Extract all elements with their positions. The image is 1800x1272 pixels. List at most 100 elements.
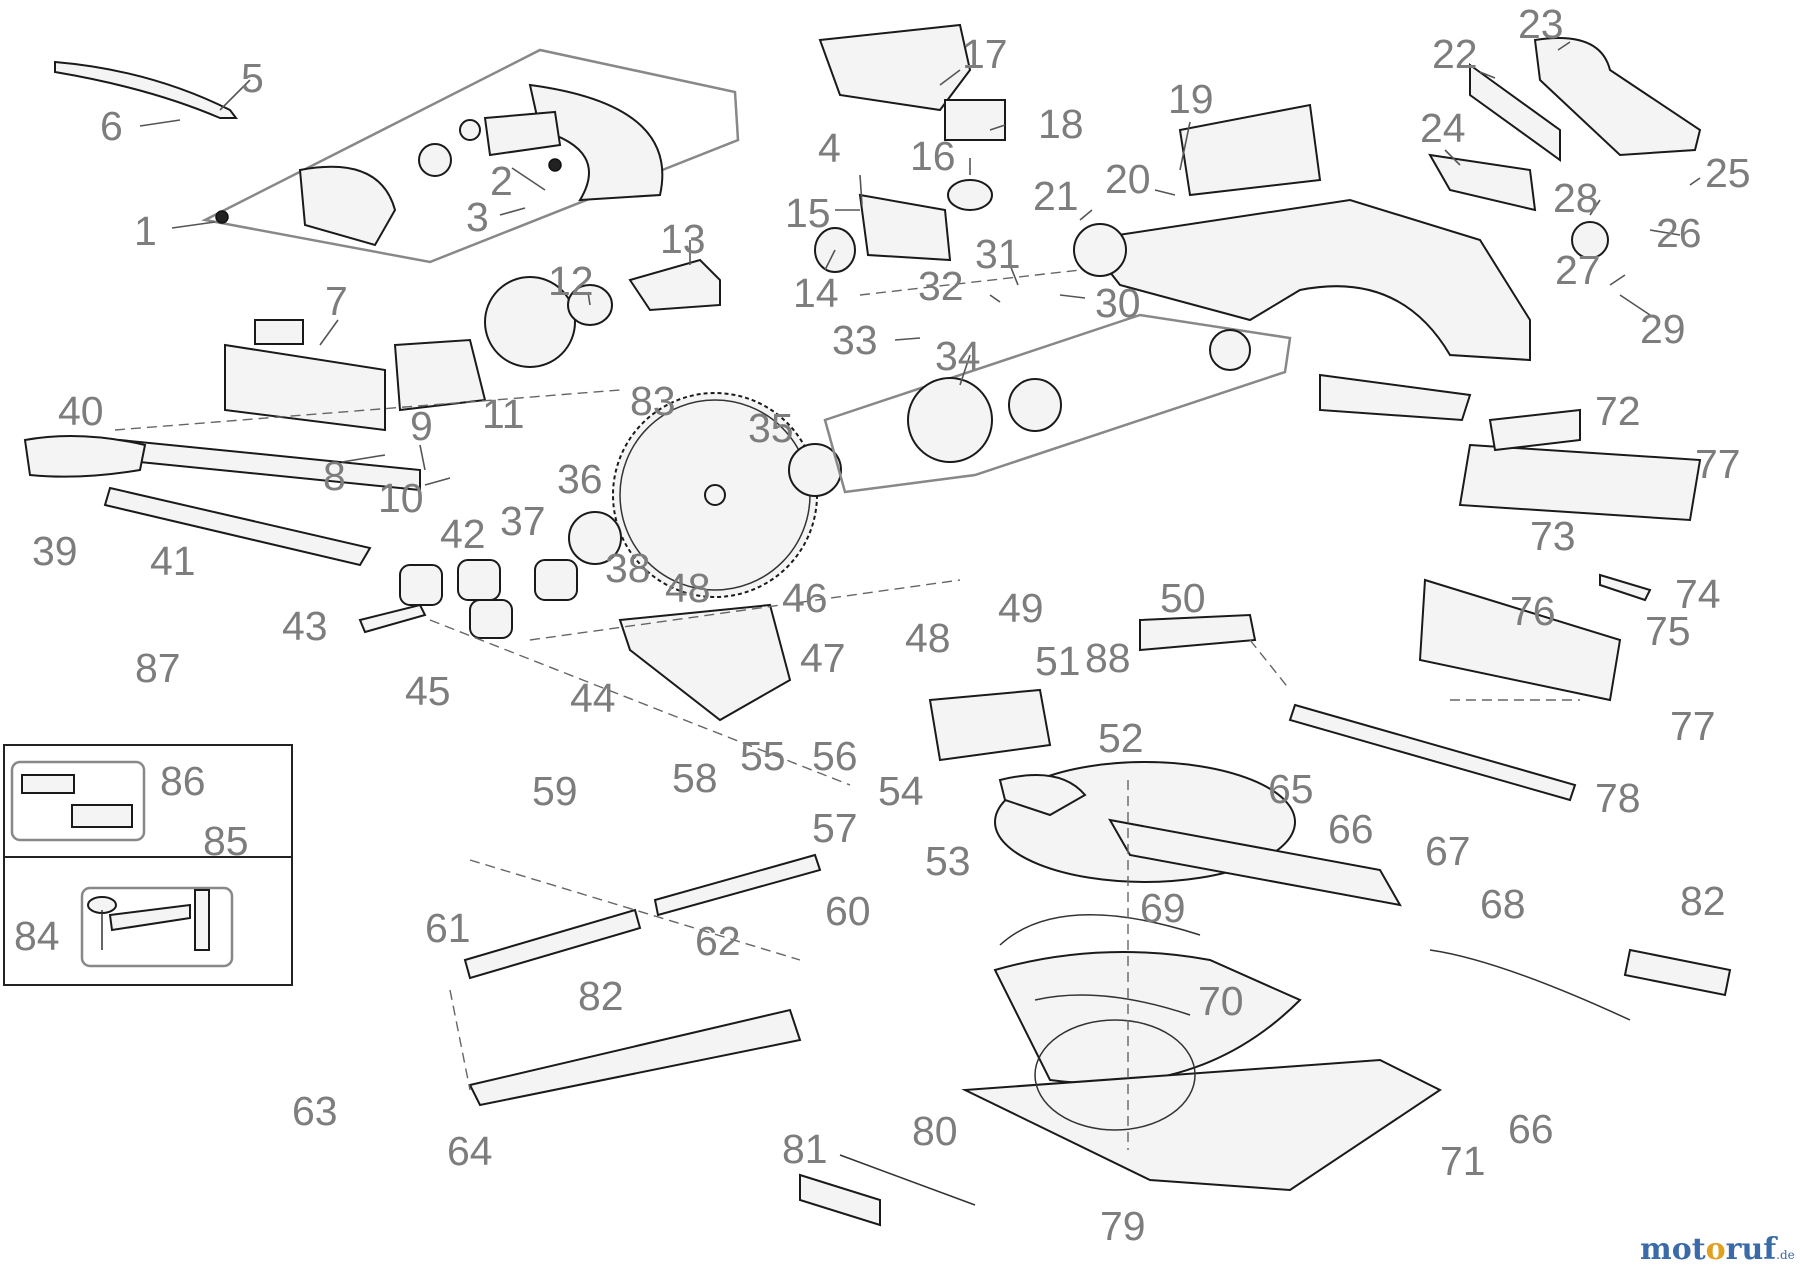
callout-21: 21 bbox=[1033, 173, 1079, 219]
callout-53: 53 bbox=[925, 838, 971, 884]
callout-65: 65 bbox=[1268, 766, 1314, 812]
callout-68: 68 bbox=[1480, 881, 1526, 927]
lever-part-5 bbox=[54, 60, 238, 119]
brand-part-3: ruf bbox=[1725, 1232, 1777, 1267]
callout-60: 60 bbox=[825, 888, 871, 934]
callout-5: 5 bbox=[241, 55, 264, 101]
callout-10: 10 bbox=[378, 475, 424, 521]
inset-panel bbox=[3, 744, 293, 986]
callout-81: 81 bbox=[782, 1126, 828, 1172]
callout-30: 30 bbox=[1095, 280, 1141, 326]
callout-14: 14 bbox=[793, 270, 839, 316]
callout-69: 69 bbox=[1140, 885, 1186, 931]
callout-37: 37 bbox=[500, 498, 546, 544]
callout-78: 78 bbox=[1595, 775, 1641, 821]
callout-8: 8 bbox=[323, 453, 346, 499]
callout-36: 36 bbox=[557, 456, 603, 502]
callout-47: 47 bbox=[800, 635, 846, 681]
callout-16: 16 bbox=[910, 133, 956, 179]
callout-80: 80 bbox=[912, 1108, 958, 1154]
callout-88: 88 bbox=[1085, 635, 1131, 681]
brand-watermark: motoruf.de bbox=[1640, 1232, 1795, 1267]
callout-61: 61 bbox=[425, 905, 471, 951]
callout-39: 39 bbox=[32, 528, 78, 574]
callout-62: 62 bbox=[695, 918, 741, 964]
gearbox-frame bbox=[823, 313, 1292, 494]
callout-34: 34 bbox=[935, 333, 981, 379]
fence-parts bbox=[463, 408, 1732, 1227]
callout-12: 12 bbox=[548, 258, 594, 304]
callout-4: 4 bbox=[818, 125, 841, 171]
callout-48a: 48 bbox=[665, 565, 711, 611]
callout-24: 24 bbox=[1420, 105, 1466, 151]
callout-27: 27 bbox=[1555, 247, 1601, 293]
callout-49: 49 bbox=[998, 585, 1044, 631]
callout-50: 50 bbox=[1160, 575, 1206, 621]
callout-25: 25 bbox=[1705, 150, 1751, 196]
callout-23: 23 bbox=[1518, 1, 1564, 47]
blade-guard-frame bbox=[201, 48, 740, 264]
callout-84: 84 bbox=[14, 913, 60, 959]
callout-75: 75 bbox=[1645, 608, 1691, 654]
callout-59: 59 bbox=[532, 768, 578, 814]
arm-housing bbox=[1073, 103, 1531, 422]
callout-76: 76 bbox=[1510, 588, 1556, 634]
callout-6: 6 bbox=[100, 103, 123, 149]
callout-2: 2 bbox=[490, 158, 513, 204]
leader-lines bbox=[139, 41, 1701, 486]
callout-64: 64 bbox=[447, 1128, 493, 1174]
callout-82b: 82 bbox=[578, 973, 624, 1019]
callout-48b: 48 bbox=[905, 615, 951, 661]
brand-part-2: o bbox=[1705, 1232, 1726, 1267]
callout-63: 63 bbox=[292, 1088, 338, 1134]
callout-51: 51 bbox=[1035, 638, 1081, 684]
callout-44: 44 bbox=[570, 675, 616, 721]
callout-57: 57 bbox=[812, 805, 858, 851]
callout-83: 83 bbox=[630, 378, 676, 424]
callout-87: 87 bbox=[135, 645, 181, 691]
callout-54: 54 bbox=[878, 768, 924, 814]
callout-85: 85 bbox=[203, 818, 249, 864]
callout-32: 32 bbox=[918, 263, 964, 309]
callout-1: 1 bbox=[134, 208, 157, 254]
callout-58: 58 bbox=[672, 755, 718, 801]
rail-assembly bbox=[23, 435, 578, 639]
callout-72: 72 bbox=[1595, 388, 1641, 434]
handle-assembly bbox=[1428, 37, 1702, 259]
callout-18: 18 bbox=[1038, 101, 1084, 147]
callout-38: 38 bbox=[605, 545, 651, 591]
callout-82a: 82 bbox=[1680, 878, 1726, 924]
callout-71: 71 bbox=[1440, 1138, 1486, 1184]
callout-77b: 77 bbox=[1670, 703, 1716, 749]
brand-part-1: mot bbox=[1640, 1232, 1706, 1267]
callout-31: 31 bbox=[975, 231, 1021, 277]
callout-28: 28 bbox=[1553, 175, 1599, 221]
callout-86: 86 bbox=[160, 758, 206, 804]
callout-77a: 77 bbox=[1695, 441, 1741, 487]
callout-55: 55 bbox=[740, 733, 786, 779]
callout-33: 33 bbox=[832, 317, 878, 363]
callout-73: 73 bbox=[1530, 513, 1576, 559]
callout-66b: 66 bbox=[1508, 1106, 1554, 1152]
callout-20: 20 bbox=[1105, 156, 1151, 202]
callout-22: 22 bbox=[1432, 31, 1478, 77]
callout-67: 67 bbox=[1425, 828, 1471, 874]
callout-45: 45 bbox=[405, 668, 451, 714]
callout-17: 17 bbox=[962, 31, 1008, 77]
brand-suffix: .de bbox=[1776, 1248, 1795, 1262]
assembly-lines bbox=[114, 269, 1580, 1150]
callout-46: 46 bbox=[782, 575, 828, 621]
callout-9: 9 bbox=[410, 403, 433, 449]
callout-74: 74 bbox=[1675, 571, 1721, 617]
callout-66a: 66 bbox=[1328, 806, 1374, 852]
callout-19: 19 bbox=[1168, 76, 1214, 122]
callout-42: 42 bbox=[440, 511, 486, 557]
callout-labels: 1 2 3 4 5 6 7 8 9 10 11 12 13 14 15 16 1… bbox=[14, 1, 1751, 1249]
callout-35: 35 bbox=[748, 405, 794, 451]
callout-41: 41 bbox=[150, 538, 196, 584]
callout-56: 56 bbox=[812, 733, 858, 779]
motor-assembly bbox=[224, 23, 1006, 432]
callout-3: 3 bbox=[466, 194, 489, 240]
carriage-assembly bbox=[618, 573, 1652, 817]
callout-13: 13 bbox=[660, 216, 706, 262]
